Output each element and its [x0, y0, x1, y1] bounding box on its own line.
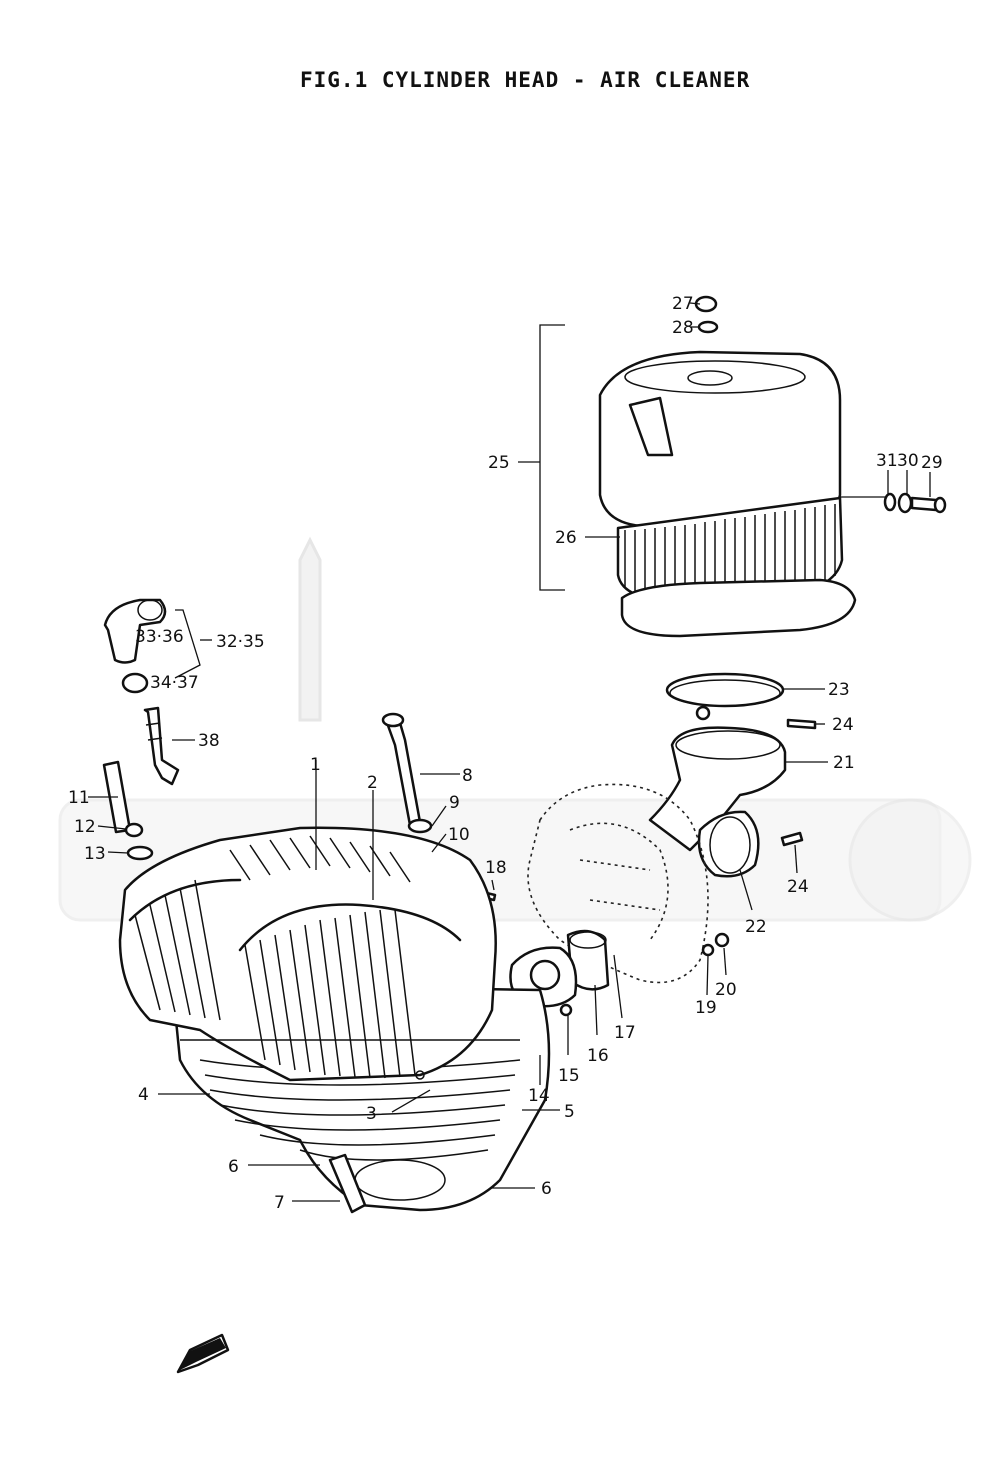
callout-24-upper: 24	[832, 715, 854, 735]
callout-20: 20	[715, 980, 737, 1000]
cylinder-head-assembly	[118, 826, 551, 1214]
head-fins	[134, 835, 416, 1079]
callout-22: 22	[745, 917, 767, 937]
callout-28: 28	[672, 318, 694, 338]
callout-26: 26	[555, 528, 577, 548]
callout-8: 8	[462, 766, 473, 786]
callout-25: 25	[488, 453, 510, 473]
callout-27: 27	[672, 294, 694, 314]
callout-34-37: 34·37	[150, 673, 199, 693]
callout-2: 2	[367, 773, 378, 793]
callout-19: 19	[695, 998, 717, 1018]
callout-13: 13	[84, 844, 106, 864]
callout-17: 17	[614, 1023, 636, 1043]
callout-12: 12	[74, 817, 96, 837]
callout-3: 3	[366, 1104, 377, 1124]
figure-title: FIG.1 CYLINDER HEAD - AIR CLEANER	[300, 68, 751, 92]
callout-21: 21	[833, 753, 855, 773]
callout-31: 31	[876, 451, 898, 471]
callout-29: 29	[921, 453, 943, 473]
callout-23: 23	[828, 680, 850, 700]
callout-18: 18	[485, 858, 507, 878]
callout-4: 4	[138, 1085, 149, 1105]
callout-33-36: 33·36	[135, 627, 184, 647]
callout-9: 9	[449, 793, 460, 813]
callout-10: 10	[448, 825, 470, 845]
callout-24-lower: 24	[787, 877, 809, 897]
callout-30: 30	[897, 451, 919, 471]
callout-1: 1	[310, 755, 321, 775]
leader-lines	[88, 302, 931, 1202]
callout-6-left: 6	[228, 1157, 239, 1177]
callout-32-35: 32·35	[216, 632, 265, 652]
callout-16: 16	[587, 1046, 609, 1066]
callout-38: 38	[198, 731, 220, 751]
callout-5: 5	[564, 1102, 575, 1122]
spark-plug-parts	[103, 598, 180, 786]
air-cleaner-assembly	[598, 295, 947, 638]
callout-14: 14	[528, 1086, 550, 1106]
callout-11: 11	[68, 788, 90, 808]
callout-15: 15	[558, 1066, 580, 1086]
forward-arrow-icon	[176, 1333, 230, 1374]
callout-7: 7	[274, 1193, 285, 1213]
callout-labels: 27 28 25 26 31 30 29 23 24 21 24 22 33·3…	[68, 294, 943, 1213]
callout-6-right: 6	[541, 1179, 552, 1199]
